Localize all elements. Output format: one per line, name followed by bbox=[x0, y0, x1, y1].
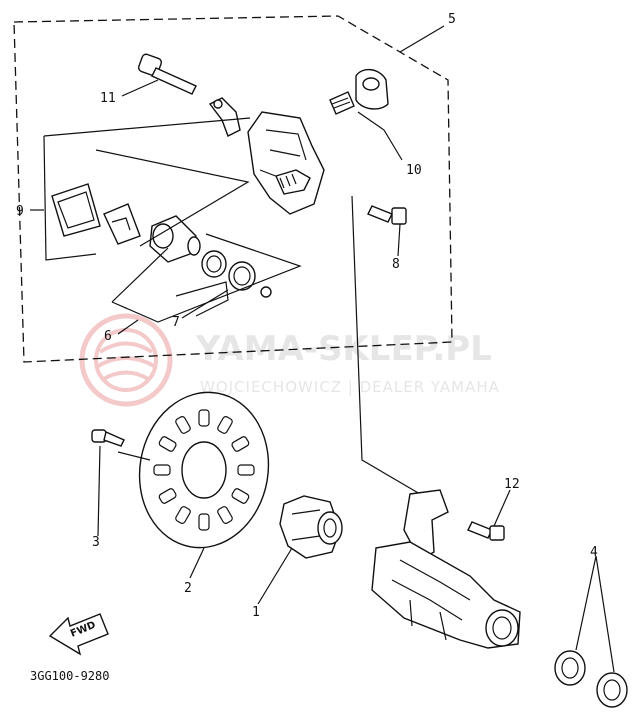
caliper-bolt-11[interactable] bbox=[137, 53, 197, 95]
bleed-cover-10[interactable] bbox=[355, 69, 389, 110]
brake-disc-2[interactable] bbox=[127, 382, 280, 558]
disc-screw-3[interactable] bbox=[91, 429, 125, 447]
disc-slot bbox=[153, 464, 171, 476]
disc-slot bbox=[231, 488, 250, 504]
callout-4: 4 bbox=[590, 545, 598, 560]
callout-labels: 5 11 10 8 9 6 7 3 2 1 12 4 bbox=[16, 12, 598, 620]
caliper-assembly-boundary bbox=[13, 15, 453, 363]
callout-3: 3 bbox=[92, 535, 100, 550]
callout-10: 10 bbox=[406, 163, 422, 178]
callout-11: 11 bbox=[100, 91, 116, 106]
caliper-bracket[interactable] bbox=[371, 489, 521, 649]
diagram-code: 3GG100-9280 bbox=[30, 669, 109, 683]
disc-slot bbox=[198, 513, 210, 531]
callout-7: 7 bbox=[172, 315, 180, 330]
caliper-to-bracket-line bbox=[351, 195, 421, 495]
disc-slot bbox=[231, 436, 250, 452]
bolt-12[interactable] bbox=[467, 521, 505, 541]
callout-8: 8 bbox=[392, 257, 400, 272]
callout-9: 9 bbox=[16, 204, 24, 219]
disc-slot bbox=[217, 506, 233, 524]
disc-slot bbox=[175, 416, 191, 434]
callout-leader-lines bbox=[30, 25, 615, 673]
disc-slot bbox=[175, 506, 191, 524]
watermark-title: YAMA-SKLEP.PL bbox=[195, 329, 492, 369]
disc-slot bbox=[158, 488, 177, 504]
brake-pad-set-9[interactable] bbox=[51, 183, 141, 245]
disc-slot bbox=[237, 464, 255, 476]
bolt-8[interactable] bbox=[367, 205, 407, 225]
bleed-screw[interactable] bbox=[329, 91, 355, 115]
callout-6: 6 bbox=[104, 329, 112, 344]
pin-bracket[interactable] bbox=[208, 97, 241, 137]
watermark-subtitle: WOJCIECHOWICZ | DEALER YAMAHA bbox=[200, 378, 500, 396]
disc-slot bbox=[158, 436, 177, 452]
collar-set-4[interactable] bbox=[554, 650, 628, 708]
rear-hub-1[interactable] bbox=[279, 495, 343, 559]
callout-12: 12 bbox=[504, 477, 520, 492]
caliper-body[interactable] bbox=[247, 111, 325, 215]
piston-seal-kit-7[interactable] bbox=[201, 250, 272, 298]
watermark: YAMA-SKLEP.PL WOJCIECHOWICZ | DEALER YAM… bbox=[79, 313, 500, 407]
pad-grouping-lines bbox=[43, 117, 251, 261]
disc-slot bbox=[198, 409, 210, 427]
caliper-piston-6[interactable] bbox=[149, 215, 201, 263]
piston-grouping-lines bbox=[111, 233, 302, 323]
forward-direction-arrow: FWD bbox=[48, 613, 109, 656]
callout-5: 5 bbox=[448, 12, 456, 27]
disc-slot bbox=[217, 416, 233, 434]
callout-2: 2 bbox=[184, 581, 192, 596]
callout-1: 1 bbox=[252, 605, 260, 620]
seal-grouping-lines bbox=[175, 281, 229, 317]
